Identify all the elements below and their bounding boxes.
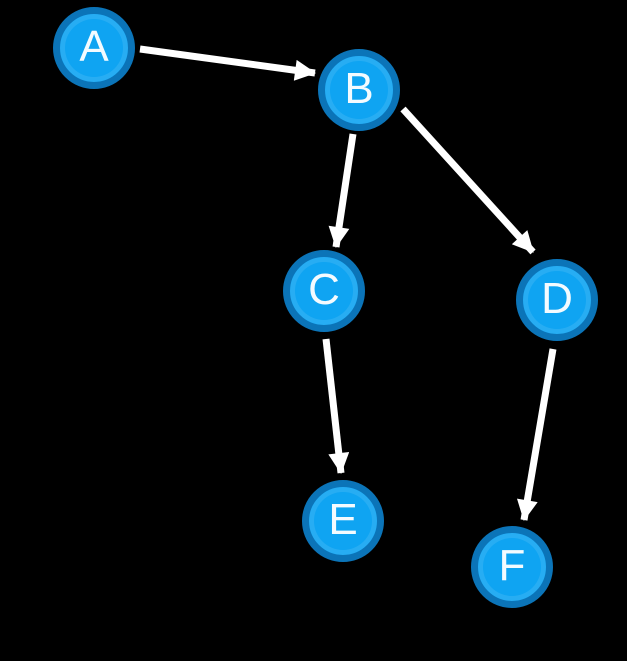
node-label-E: E bbox=[328, 495, 358, 544]
edge-A-B bbox=[139, 45, 317, 81]
edge-C-E bbox=[322, 338, 350, 475]
node-C[interactable]: C bbox=[283, 250, 365, 332]
node-label-A: A bbox=[79, 22, 109, 71]
node-A[interactable]: A bbox=[53, 7, 135, 89]
edge-D-F bbox=[516, 348, 557, 522]
node-label-C: C bbox=[308, 265, 340, 314]
edge-B-D bbox=[400, 106, 536, 255]
node-label-D: D bbox=[541, 274, 573, 323]
node-label-B: B bbox=[344, 64, 374, 113]
node-E[interactable]: E bbox=[302, 480, 384, 562]
node-label-F: F bbox=[498, 541, 526, 590]
node-F[interactable]: F bbox=[471, 526, 553, 608]
edge-B-C bbox=[328, 133, 357, 249]
node-B[interactable]: B bbox=[318, 49, 400, 131]
node-D[interactable]: D bbox=[516, 259, 598, 341]
